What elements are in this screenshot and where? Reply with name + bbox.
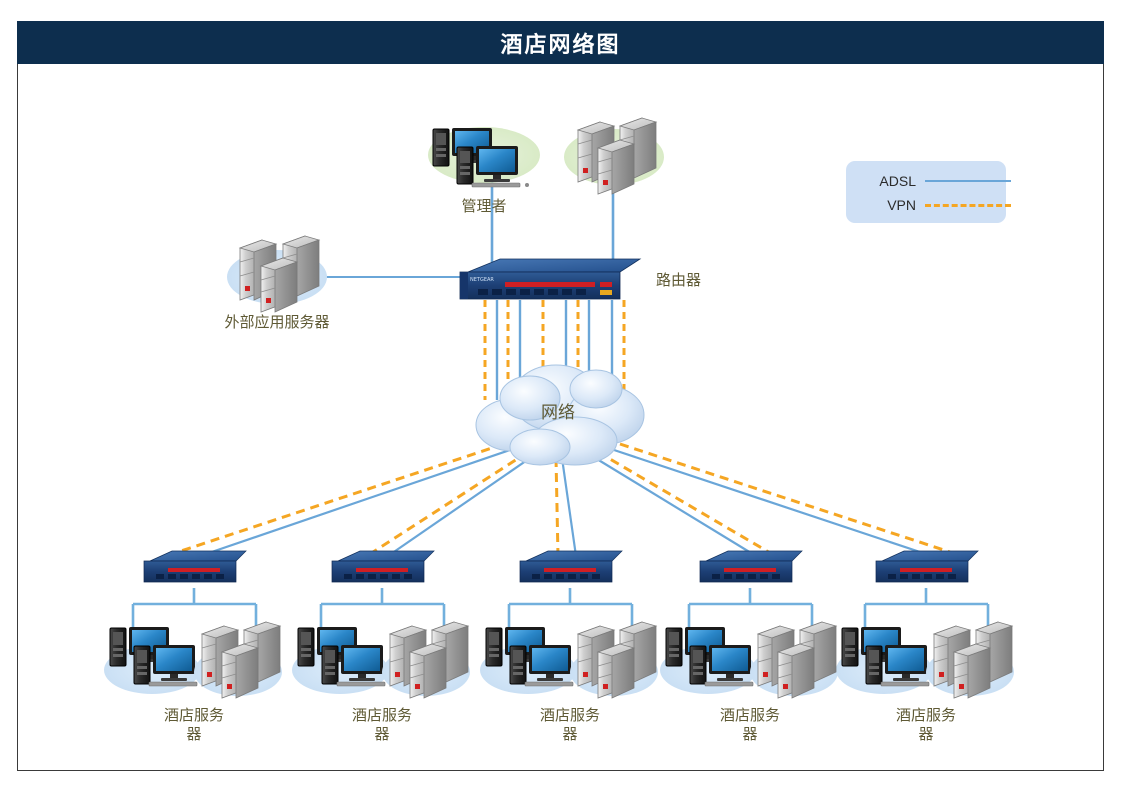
- legend-item-vpn: VPN: [866, 197, 1011, 213]
- legend-label-adsl: ADSL: [879, 173, 916, 189]
- branch-servers: [194, 621, 1014, 699]
- branch-5-local-links: [863, 588, 990, 630]
- link-cloud-branch5-adsl: [613, 448, 933, 558]
- branch-2-switch[interactable]: [331, 550, 435, 583]
- branch-4-servers[interactable]: [750, 621, 838, 699]
- link-cloud-branch3-vpn: [554, 457, 560, 557]
- branch-5-workstations[interactable]: [836, 627, 938, 694]
- branch-1-servers[interactable]: [194, 621, 282, 699]
- router-left-side-icon: [460, 272, 468, 299]
- branch-3-servers[interactable]: [570, 621, 658, 699]
- branch-4-switch[interactable]: [699, 550, 803, 583]
- link-cloud-branch4-vpn: [597, 450, 773, 556]
- node-router[interactable]: NETGEAR: [459, 258, 642, 300]
- router-brand-label: NETGEAR: [470, 277, 494, 283]
- branch-3-local-links: [507, 588, 634, 630]
- legend-swatch-vpn-line: [925, 203, 1011, 207]
- link-cloud-branch3-adsl: [560, 457, 578, 557]
- router-led-strip-icon: [505, 282, 595, 287]
- link-cloud-branch2-vpn: [369, 450, 529, 556]
- workstation-tower-front-icon: [456, 146, 474, 185]
- link-cloud-branch4-adsl: [591, 455, 757, 557]
- legend: ADSL VPN: [846, 161, 1011, 223]
- legend-label-vpn: VPN: [887, 197, 916, 213]
- branch-1-switch[interactable]: [143, 550, 247, 583]
- legend-item-adsl: ADSL: [866, 173, 1011, 189]
- branch-1-workstations[interactable]: [104, 627, 206, 694]
- router-ports-icon: [478, 289, 586, 295]
- branch-1-local-links: [131, 588, 258, 630]
- router-top-icon: [467, 258, 642, 273]
- diagram-title-bar: 酒店网络图: [17, 21, 1104, 64]
- node-admin-servers[interactable]: [564, 117, 664, 195]
- link-cloud-branch2-adsl: [387, 455, 534, 557]
- link-cloud-branch5-vpn: [619, 442, 951, 554]
- cloud-label: 网络: [541, 403, 575, 423]
- cloud-icon: [475, 364, 645, 466]
- branch-4-workstations[interactable]: [660, 627, 762, 694]
- branch-switches: [143, 550, 979, 583]
- branch-4-local-links: [687, 588, 814, 630]
- page-title: 酒店网络图: [500, 32, 621, 58]
- branch-2-servers[interactable]: [382, 621, 470, 699]
- router-amber-led-icon: [600, 290, 612, 295]
- branch-3-workstations[interactable]: [480, 627, 582, 694]
- node-network-cloud[interactable]: 网络: [475, 364, 645, 466]
- link-cloud-branch1-vpn: [177, 442, 505, 554]
- external-server-box-3-icon: [259, 257, 299, 313]
- admin-server-box-3-icon: [596, 139, 636, 195]
- node-external-app-server[interactable]: [227, 235, 327, 313]
- link-cloud-branch1-adsl: [199, 448, 511, 558]
- workstation-tower-back-icon: [432, 128, 450, 167]
- legend-swatch-adsl-line: [925, 180, 1011, 182]
- router-red-led-icon: [600, 282, 612, 287]
- node-admin-workstations[interactable]: [428, 127, 540, 188]
- branch-2-local-links: [319, 588, 446, 630]
- branch-5-servers[interactable]: [926, 621, 1014, 699]
- branch-3-switch[interactable]: [519, 550, 623, 583]
- workstation-monitor-front-icon: [471, 146, 529, 188]
- branch-2-workstations[interactable]: [292, 627, 394, 694]
- branch-5-switch[interactable]: [875, 550, 979, 583]
